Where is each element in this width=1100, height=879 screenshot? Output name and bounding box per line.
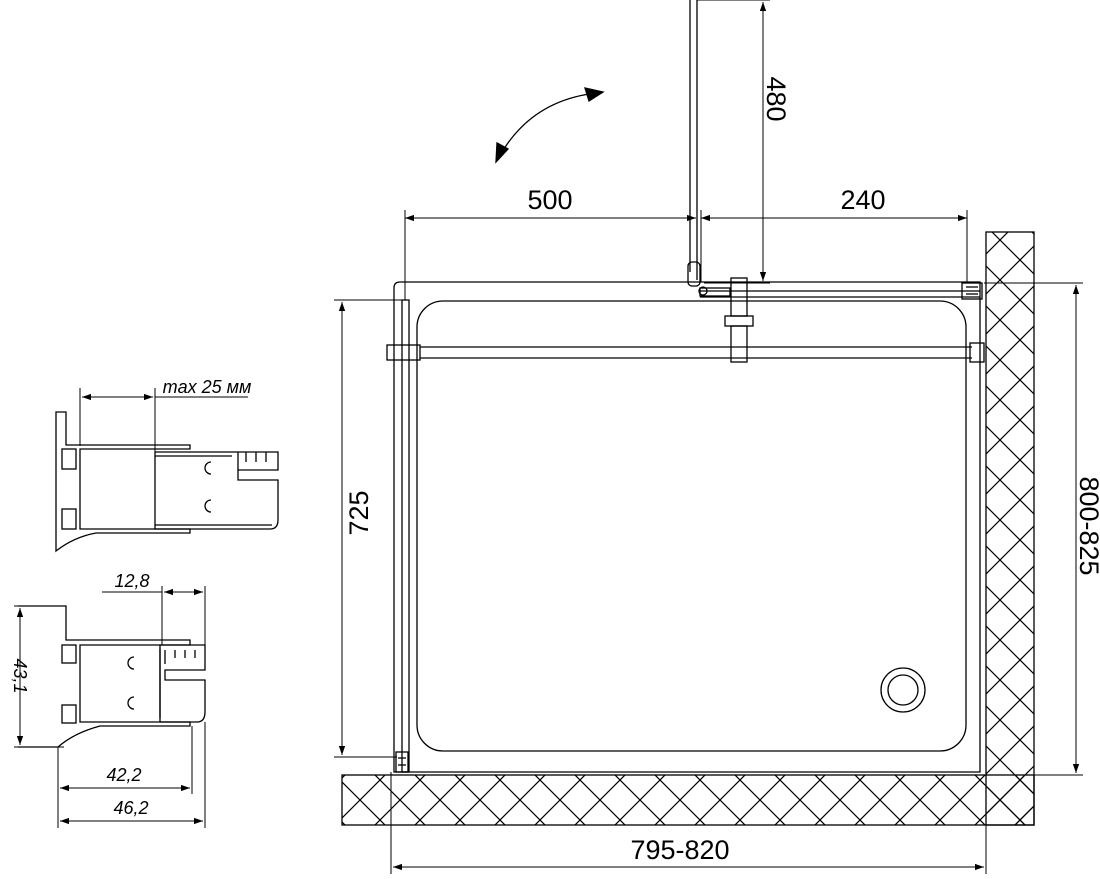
bottom-wall [341, 774, 1035, 826]
curved-arrow-icon [495, 87, 605, 164]
shower-tray [393, 281, 981, 773]
label-42-2: 42,2 [106, 765, 141, 785]
label-12-8: 12,8 [114, 571, 149, 591]
dimension-240 [700, 210, 968, 282]
fixed-glass-panel [700, 282, 983, 300]
dimension-12-8 [102, 586, 206, 645]
right-wall [985, 231, 1035, 826]
left-wall-profile [395, 299, 410, 773]
dimension-max-25 [79, 388, 248, 452]
dimension-42-2 [57, 726, 193, 828]
dimension-800-825 [984, 282, 1083, 776]
dimension-795-820 [390, 772, 987, 874]
drain-icon [880, 667, 926, 713]
label-46-2: 46,2 [113, 798, 148, 818]
profile-section-top [55, 411, 279, 553]
dimension-500 [404, 210, 696, 300]
dimension-480 [697, 0, 770, 284]
label-725: 725 [344, 490, 374, 535]
dimension-725 [334, 299, 404, 758]
label-500: 500 [527, 185, 572, 215]
profile-section-bottom [18, 605, 206, 748]
label-43-1: 43,1 [10, 658, 30, 693]
stabilizer-bar [386, 277, 985, 363]
label-max-25: max 25 мм [163, 377, 252, 397]
label-795-820: 795-820 [630, 835, 729, 865]
label-240: 240 [840, 185, 885, 215]
dimension-46-2 [60, 722, 206, 828]
label-480: 480 [761, 76, 791, 121]
label-800-825: 800-825 [1074, 476, 1100, 575]
dimension-43-1 [14, 605, 64, 748]
door-panel-open [687, 0, 731, 297]
